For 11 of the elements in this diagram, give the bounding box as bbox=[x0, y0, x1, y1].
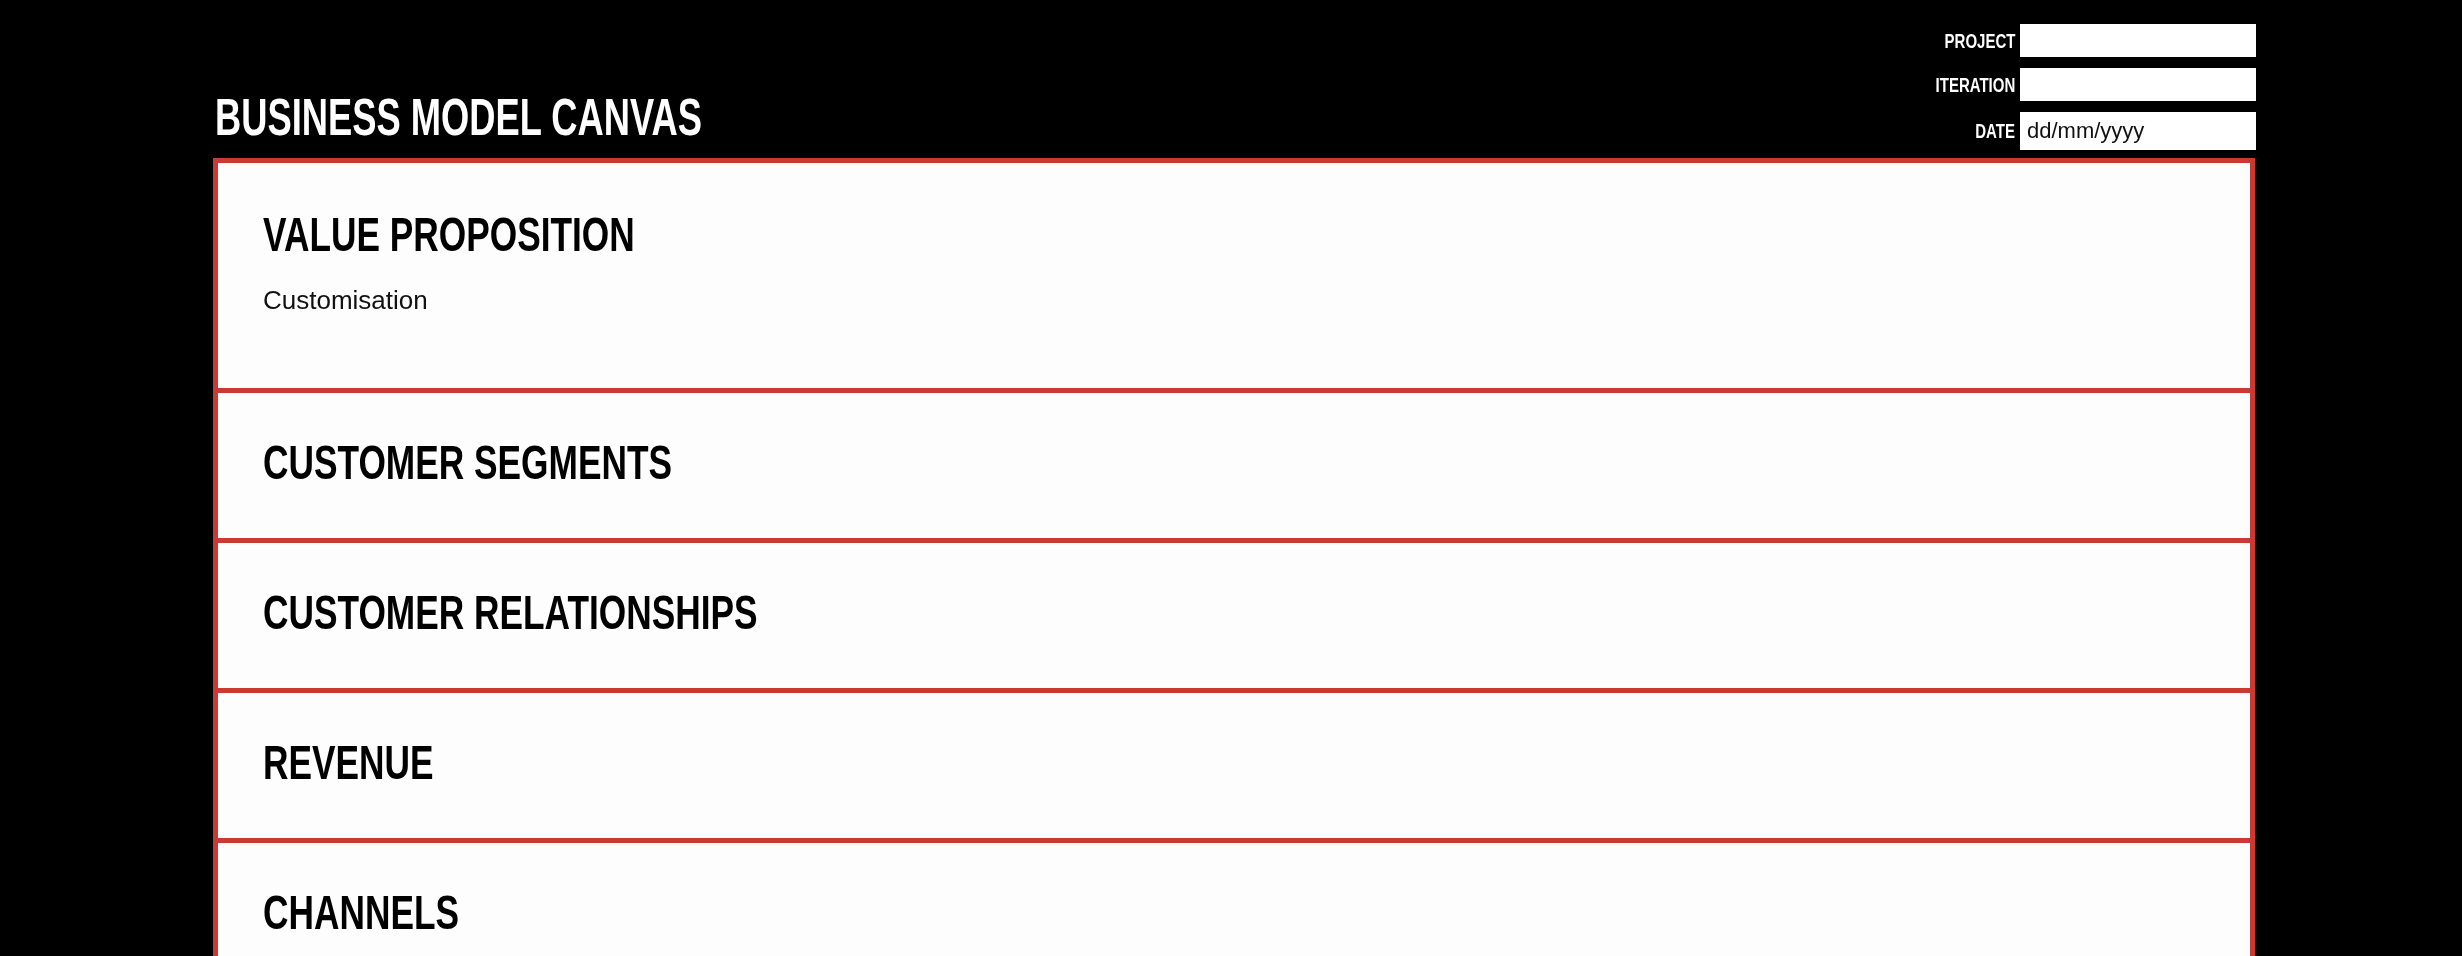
field-label: DATE bbox=[1975, 121, 2015, 141]
page-title: BUSINESS MODEL CANVAS bbox=[215, 92, 702, 143]
section-text: Customisation bbox=[263, 285, 428, 317]
field-label: ITERATION bbox=[1935, 74, 2015, 95]
date-field: dd/mm/yyyy bbox=[2020, 112, 2256, 150]
field-label: PROJECT bbox=[1944, 30, 2015, 51]
section-heading: VALUE PROPOSITION bbox=[263, 210, 635, 259]
section-heading: REVENUE bbox=[263, 738, 434, 787]
section-heading: CUSTOMER RELATIONSHIPS bbox=[263, 588, 758, 637]
section-heading: CUSTOMER SEGMENTS bbox=[263, 438, 673, 487]
section-heading: CHANNELS bbox=[263, 888, 459, 937]
